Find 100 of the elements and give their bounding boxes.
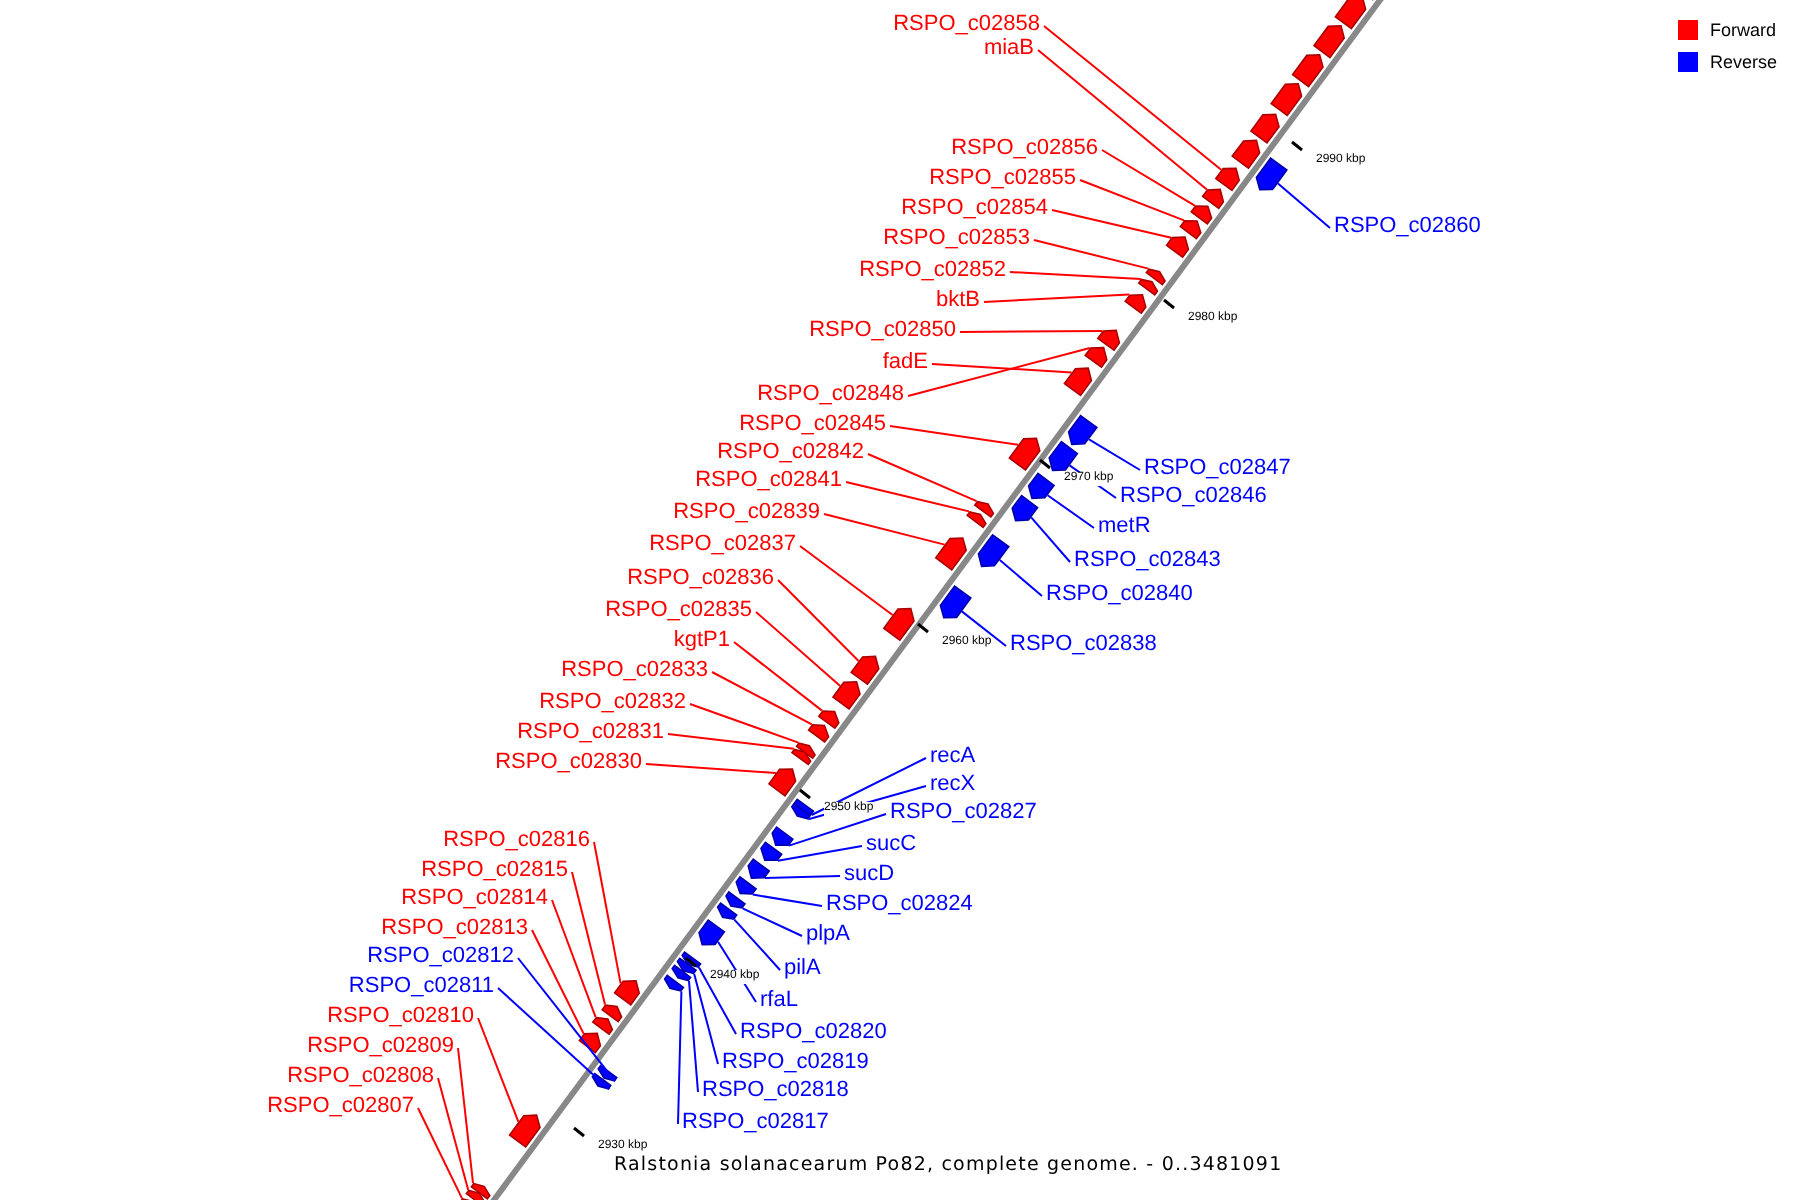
gene-block <box>465 1189 486 1200</box>
leader-line <box>1088 438 1141 471</box>
gene-label: RSPO_c02815 <box>421 857 568 883</box>
leader-line <box>437 1077 470 1191</box>
gene-label: RSPO_c02852 <box>859 257 1006 283</box>
gene-label: RSPO_c02858 <box>893 11 1040 37</box>
leader-line <box>983 293 1131 303</box>
gene-label: RSPO_c02807 <box>267 1093 414 1119</box>
leader-line <box>776 845 863 862</box>
leader-line <box>1277 182 1331 229</box>
gene-label: RSPO_c02837 <box>649 531 796 557</box>
gene-block <box>1137 278 1159 296</box>
gene-label: RSPO_c02841 <box>695 467 842 493</box>
gene-label: sucD <box>844 861 895 887</box>
leader-line <box>551 899 597 1019</box>
gene-label: plpA <box>806 921 851 947</box>
leader-line <box>1009 271 1142 280</box>
gene-block <box>725 890 747 909</box>
gene-label: RSPO_c02860 <box>1334 213 1481 239</box>
gene-label: RSPO_c02824 <box>826 891 973 917</box>
gene-label: RSPO_c02842 <box>717 439 864 465</box>
gene-block <box>1063 367 1093 397</box>
gene-block <box>1096 329 1121 352</box>
leader-line <box>531 929 585 1035</box>
gene-label: RSPO_c02847 <box>1144 455 1291 481</box>
leader-line <box>741 907 803 937</box>
leader-line <box>1033 239 1150 270</box>
legend-label: Reverse <box>1710 52 1778 72</box>
gene-block <box>716 902 738 921</box>
leader-line <box>733 918 781 971</box>
gene-block <box>591 1072 612 1090</box>
gene-label: RSPO_c02853 <box>883 225 1030 251</box>
leader-line <box>645 763 777 774</box>
gene-block <box>882 607 915 642</box>
gene-block <box>1291 53 1324 88</box>
gene-label: RSPO_c02855 <box>929 165 1076 191</box>
gene-label: RSPO_c02808 <box>287 1063 434 1089</box>
gene-block <box>1249 113 1280 144</box>
leader-line <box>711 671 813 726</box>
gene-label: miaB <box>983 35 1034 61</box>
gene-block <box>613 980 641 1006</box>
gene-block <box>1008 437 1041 472</box>
leader-line <box>1079 179 1185 222</box>
gene-label: sucC <box>866 831 917 857</box>
leader-line <box>810 757 927 816</box>
gene-label: bktB <box>935 287 980 313</box>
gene-block <box>807 723 830 744</box>
leader-line <box>889 425 1020 446</box>
leader-line <box>867 453 978 503</box>
gene-block <box>1084 346 1108 369</box>
gene-label: RSPO_c02827 <box>890 799 1037 825</box>
gene-block <box>1312 24 1346 59</box>
gene-block <box>939 585 972 619</box>
leader-line <box>845 481 970 513</box>
gene-block <box>1190 205 1213 225</box>
gene-block <box>1334 0 1367 30</box>
gene-label: metR <box>1098 513 1151 539</box>
gene-label: kgtP1 <box>673 627 730 653</box>
gene-label: RSPO_c02830 <box>495 749 642 775</box>
gene-label: RSPO_c02809 <box>307 1033 454 1059</box>
leader-line <box>1043 25 1223 171</box>
leader-line <box>799 545 894 616</box>
gene-block <box>735 875 758 895</box>
gene-block <box>1214 167 1241 192</box>
gene-label: RSPO_c02831 <box>517 719 664 745</box>
leader-line <box>733 641 823 712</box>
gene-label: RSPO_c02817 <box>682 1109 829 1135</box>
gene-block <box>1201 188 1225 210</box>
leader-line <box>667 733 795 750</box>
gene-label: recA <box>930 743 976 769</box>
leader-line <box>693 973 719 1065</box>
leader-line <box>1101 149 1196 207</box>
gene-label: RSPO_c02810 <box>327 1003 474 1029</box>
gene-block <box>1255 157 1288 191</box>
caption: Ralstonia solanacearum Po82, complete genome. - 0..3481091 <box>614 1154 1283 1176</box>
leader-line <box>751 893 823 907</box>
leader-line <box>517 957 616 1083</box>
leader-line <box>689 703 800 744</box>
gene-block <box>1124 294 1147 315</box>
leader-line <box>677 990 683 1125</box>
gene-block <box>747 858 771 879</box>
gene-block <box>591 1016 614 1036</box>
leader-line <box>457 1047 474 1185</box>
leader-line <box>1046 494 1095 529</box>
gene-label: pilA <box>784 955 821 981</box>
leader-line <box>959 330 1104 333</box>
gene-label: RSPO_c02833 <box>561 657 708 683</box>
gene-label: RSPO_c02818 <box>702 1077 849 1103</box>
gene-label: RSPO_c02811 <box>348 973 494 999</box>
leader-line <box>571 871 606 1006</box>
gene-block <box>676 957 698 975</box>
gene-block <box>1165 236 1190 259</box>
gene-label: RSPO_c02816 <box>443 827 590 853</box>
leader-line <box>497 987 611 1091</box>
leader-line <box>907 347 1091 397</box>
leader-line <box>417 1107 463 1200</box>
gene-label: RSPO_c02848 <box>757 381 904 407</box>
gene-label: RSPO_c02835 <box>605 597 752 623</box>
leader-line <box>931 363 1073 374</box>
gene-label: RSPO_c02839 <box>673 499 820 525</box>
